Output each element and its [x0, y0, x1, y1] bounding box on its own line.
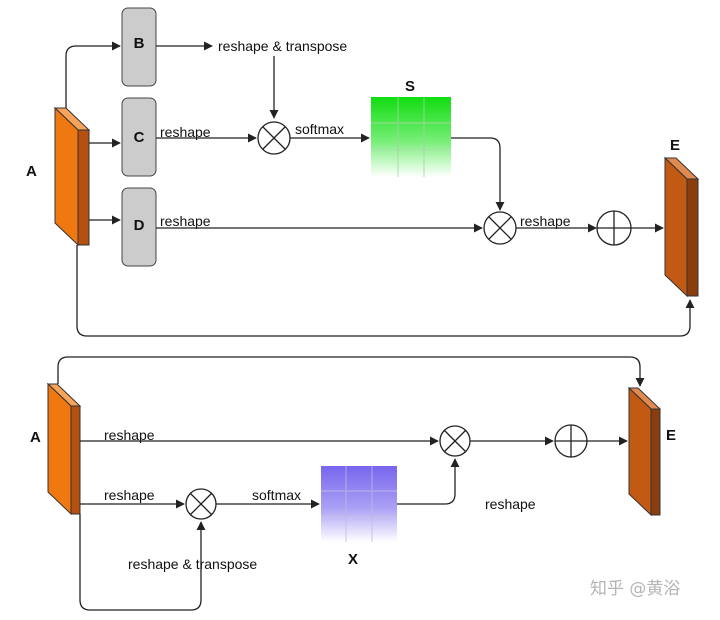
box-c-label: C [134, 129, 145, 146]
input-label: A [26, 163, 37, 180]
conv-box-c: C [121, 97, 157, 177]
text-reshape-d: reshape [160, 213, 211, 229]
output-label: E [670, 137, 680, 154]
input-label: A [30, 429, 41, 446]
watermark: 知乎 @黄浴 [590, 579, 680, 599]
arrow-s-to-mult2 [451, 137, 505, 211]
text-softmax: softmax [252, 487, 301, 503]
add-op-icon [554, 424, 588, 458]
input-feature-block [46, 382, 82, 516]
skip-connection [76, 245, 695, 337]
text-softmax: softmax [295, 121, 344, 137]
text-reshape-top: reshape [104, 427, 155, 443]
text-reshape-mid: reshape [104, 487, 155, 503]
multiply-op-icon [439, 425, 471, 457]
multiply-op-icon [483, 211, 517, 245]
add-op-icon [596, 210, 632, 246]
attention-matrix-x [321, 466, 397, 542]
arrow-to-b [65, 41, 121, 108]
text-reshape-transpose: reshape & transpose [218, 38, 347, 54]
matrix-x-label: X [348, 551, 358, 568]
box-d-label: D [134, 217, 145, 234]
text-reshape-c: reshape [160, 124, 211, 140]
position-attention-module: A B C D reshape & transpose reshape [26, 7, 700, 337]
channel-attention-module: A reshape reshape reshape & transpose so… [30, 356, 676, 611]
arrow-x-to-mult2 [397, 458, 460, 505]
output-label: E [666, 427, 676, 444]
matrix-s-label: S [405, 78, 415, 95]
text-reshape-out: reshape [485, 496, 536, 512]
box-b-label: B [134, 35, 145, 52]
multiply-op-icon [185, 488, 217, 520]
multiply-op-icon [257, 121, 291, 155]
text-reshape-transpose: reshape & transpose [128, 556, 257, 572]
attention-matrix-s [371, 97, 451, 177]
input-feature-block [53, 106, 91, 247]
output-feature-block [627, 386, 662, 517]
skip-connection [57, 356, 645, 387]
output-feature-block [663, 156, 700, 298]
arrow-transpose-path [79, 514, 206, 611]
conv-box-b: B [121, 7, 157, 87]
text-reshape-out: reshape [520, 213, 571, 229]
conv-box-d: D [121, 187, 157, 267]
